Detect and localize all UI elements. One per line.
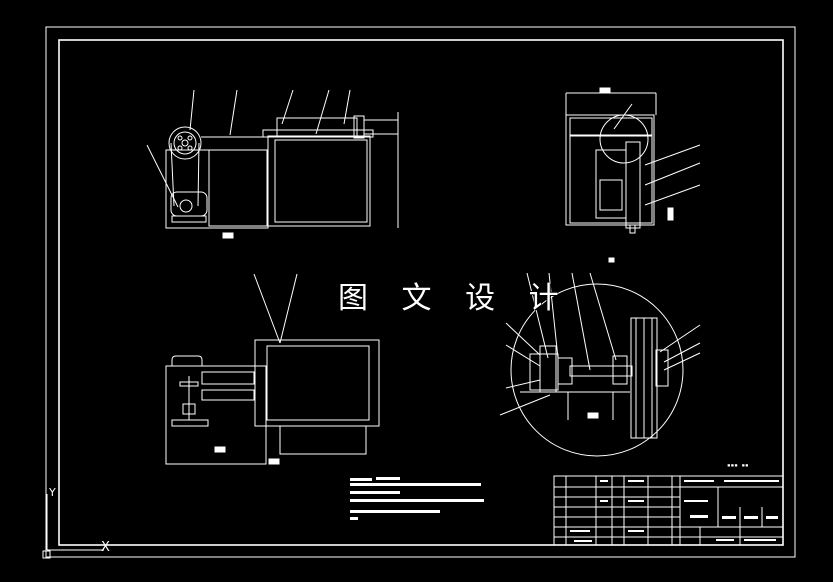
inner-drawing-frame xyxy=(58,39,784,546)
side-view[interactable] xyxy=(565,87,701,234)
detail-view[interactable] xyxy=(499,257,701,457)
watermark-text: 图 文 设 计 xyxy=(338,281,571,316)
technical-requirements xyxy=(350,477,484,520)
title-block-text-marks xyxy=(570,480,779,542)
front-view[interactable] xyxy=(146,89,399,239)
title-block[interactable] xyxy=(553,475,784,546)
axis-x-label: X xyxy=(101,540,110,555)
ucs-axis-icon xyxy=(42,494,104,559)
scale-label: ▪▪▪ ▪▪ xyxy=(727,462,749,469)
axis-y-label: Y xyxy=(49,486,56,499)
top-view[interactable] xyxy=(165,273,380,465)
outer-sheet-border xyxy=(45,26,796,558)
